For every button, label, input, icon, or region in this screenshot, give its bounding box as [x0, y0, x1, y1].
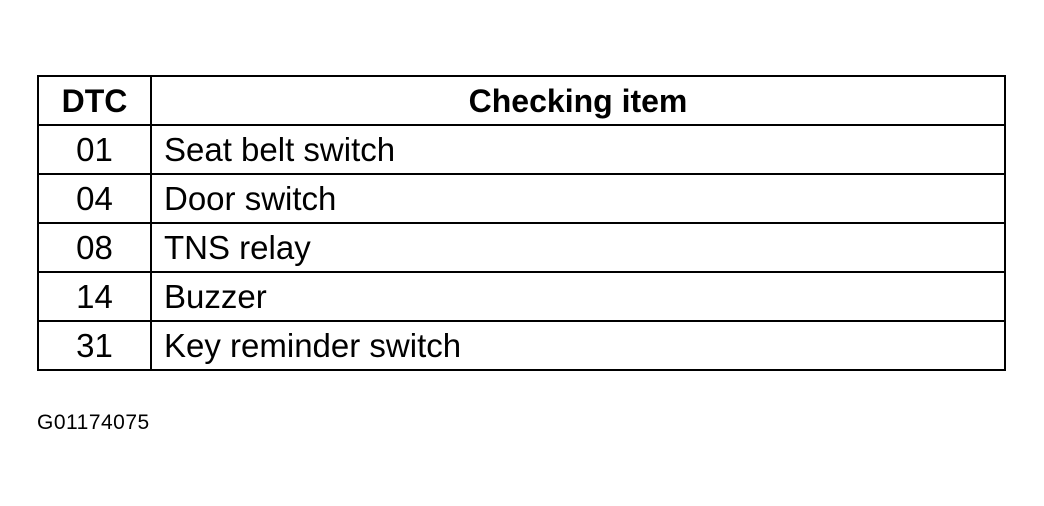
table-row: 14 Buzzer — [37, 271, 1006, 322]
header-checking-item: Checking item — [150, 75, 1006, 126]
checking-item-cell: Door switch — [150, 173, 1006, 224]
table-row: 08 TNS relay — [37, 222, 1006, 273]
dtc-code-cell: 08 — [37, 222, 152, 273]
checking-item-cell: Buzzer — [150, 271, 1006, 322]
header-dtc: DTC — [37, 75, 152, 126]
table-row: 31 Key reminder switch — [37, 320, 1006, 371]
dtc-code-cell: 01 — [37, 124, 152, 175]
table-header-row: DTC Checking item — [37, 75, 1006, 126]
table-row: 04 Door switch — [37, 173, 1006, 224]
dtc-code-cell: 14 — [37, 271, 152, 322]
figure-id: G01174075 — [37, 411, 150, 434]
table-row: 01 Seat belt switch — [37, 124, 1006, 175]
dtc-table: DTC Checking item 01 Seat belt switch 04… — [37, 75, 1006, 371]
checking-item-cell: TNS relay — [150, 222, 1006, 273]
checking-item-cell: Key reminder switch — [150, 320, 1006, 371]
checking-item-cell: Seat belt switch — [150, 124, 1006, 175]
dtc-code-cell: 04 — [37, 173, 152, 224]
dtc-code-cell: 31 — [37, 320, 152, 371]
